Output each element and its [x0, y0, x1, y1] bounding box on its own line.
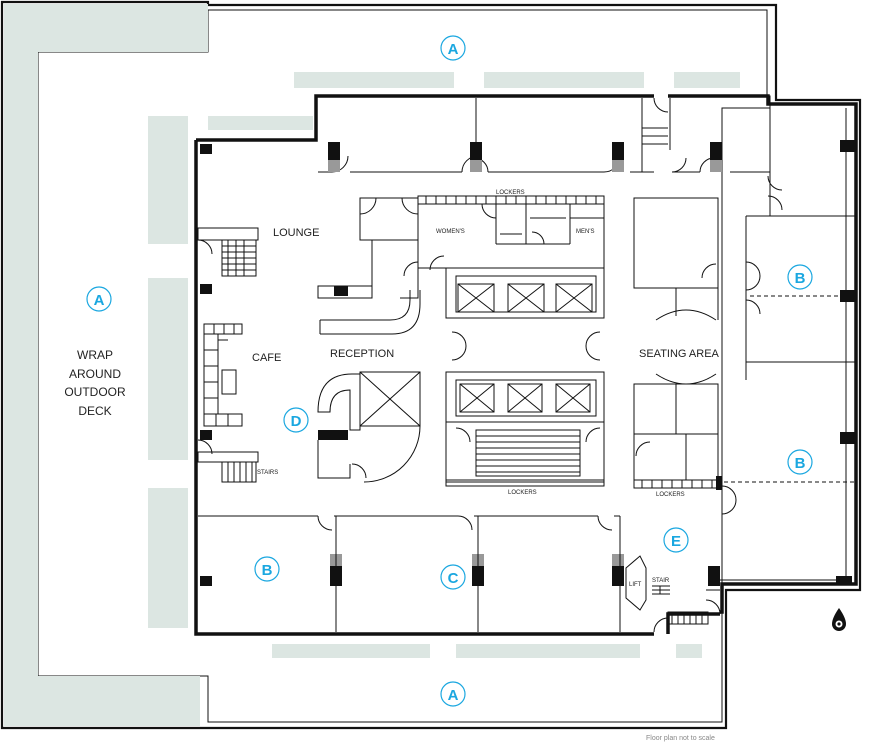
deck-inner-outline: [37, 9, 771, 723]
column-caps: [328, 160, 722, 566]
svg-text:B: B: [262, 562, 273, 579]
zone-marker-d-center: D: [283, 407, 309, 433]
zone-marker-a-left: A: [86, 286, 112, 312]
scale-note: Floor plan not to scale: [646, 735, 715, 742]
deck-label-line3: OUTDOOR: [64, 385, 126, 399]
seating-area-label: SEATING AREA: [639, 348, 720, 360]
lockers-right-label: LOCKERS: [656, 492, 685, 498]
deck-planters: [4, 4, 740, 726]
zone-marker-e-right: E: [663, 527, 689, 553]
svg-text:C: C: [448, 570, 459, 587]
lift-stair-right: [625, 555, 721, 625]
stair-right-label: STAIR: [652, 578, 670, 584]
reception-desk: [317, 239, 421, 483]
svg-text:A: A: [448, 41, 459, 58]
zone-marker-a-bottom: A: [440, 681, 466, 707]
lift-label: LIFT: [629, 582, 642, 588]
building-wall: [196, 94, 858, 614]
svg-text:B: B: [795, 270, 806, 287]
deck-label: WRAP AROUND OUTDOOR DECK: [64, 348, 126, 418]
seating-zone: [633, 197, 856, 580]
lounge-label: LOUNGE: [273, 227, 319, 239]
stairs-left-lower: [197, 439, 259, 483]
bottom-offices: [198, 515, 669, 633]
cafe-counter: [203, 323, 243, 427]
building-wall-inner-right: [720, 108, 847, 581]
deck-label-line4: DECK: [78, 404, 111, 418]
reception-label: RECEPTION: [330, 348, 394, 360]
deck-outline: [0, 0, 862, 730]
dashed-dividers: [200, 295, 856, 517]
core: [359, 195, 605, 487]
zone-marker-b-right-lower: B: [787, 449, 813, 475]
north-arrow-icon: [832, 608, 846, 631]
svg-text:D: D: [291, 413, 302, 430]
svg-text:A: A: [94, 292, 105, 309]
womens-label: WOMEN'S: [436, 229, 465, 235]
cafe-label: CAFE: [252, 352, 281, 364]
mens-label: MEN'S: [576, 229, 594, 235]
svg-text:B: B: [795, 455, 806, 472]
stairs-left-upper: [197, 227, 259, 277]
deck-label-line1: WRAP: [77, 348, 113, 362]
svg-text:E: E: [671, 533, 681, 550]
lockers-bottom-label: LOCKERS: [508, 490, 537, 496]
stairs-left-label: STAIRS: [257, 470, 278, 476]
zone-marker-b-bottom-left: B: [254, 556, 280, 582]
zone-marker-a-top: A: [440, 35, 466, 61]
zone-marker-c-bottom: C: [440, 564, 466, 590]
lockers-top-label: LOCKERS: [496, 190, 525, 196]
deck-label-line2: AROUND: [69, 367, 121, 381]
svg-text:A: A: [448, 687, 459, 704]
columns: [200, 140, 856, 586]
zone-marker-b-right-upper: B: [787, 264, 813, 290]
top-offices: [318, 97, 783, 216]
